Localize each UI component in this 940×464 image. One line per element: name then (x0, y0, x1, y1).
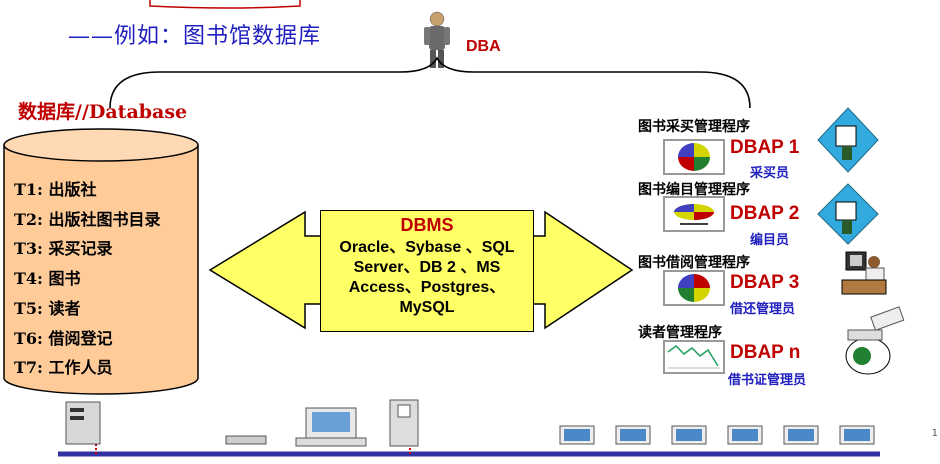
app1-dbap-label: DBAP 1 (730, 137, 800, 158)
table-item: T6: 借阅登记 (14, 328, 113, 348)
client-pcs-icon (559, 425, 875, 445)
page-number: 1 (931, 428, 938, 439)
dbms-title: DBMS (400, 215, 454, 235)
clerk4-figure-icon (845, 306, 905, 375)
table-item: T2: 出版社图书目录 (14, 209, 161, 229)
app4-chart-icon (663, 340, 725, 374)
app1-chart-icon (663, 139, 725, 175)
app2-chart-icon (663, 196, 725, 232)
top-partial-shape (149, 0, 301, 9)
app4-role-label: 借书证管理员 (728, 373, 807, 388)
app3-role-label: 借还管理员 (730, 302, 796, 317)
table-item: T5: 读者 (14, 298, 81, 318)
workstation-icon (295, 407, 367, 447)
dba-person-icon (424, 11, 450, 68)
app3-dbap-label: DBAP 3 (730, 272, 800, 293)
app4-program-label: 读者管理程序 (638, 325, 722, 341)
table-item: T7: 工作人员 (14, 358, 113, 378)
table-item: T4: 图书 (14, 269, 81, 289)
app1-role-label: 采买员 (750, 166, 790, 181)
dbms-products: Oracle、Sybase 、SQL Server、DB 2 、MS Acces… (339, 239, 515, 316)
database-cylinder (3, 128, 199, 395)
table-list: T1: 出版社 T2: 出版社图书目录 T3: 采买记录 T4: 图书 T5: … (14, 175, 161, 383)
server-icon (65, 401, 101, 445)
app4-dbap-label: DBAP n (730, 342, 801, 363)
database-title: 数据库//Database (18, 101, 188, 123)
app3-chart-icon (663, 270, 725, 306)
table-item: T1: 出版社 (14, 180, 97, 199)
clerk3-figure-icon (841, 251, 887, 295)
app2-role-label: 编目员 (750, 233, 790, 248)
dba-label: DBA (466, 38, 501, 55)
app1-program-label: 图书采买管理程序 (638, 119, 750, 135)
hub-icon (225, 435, 267, 445)
clerk2-figure-icon (817, 183, 879, 245)
slide-subtitle: ——例如：图书馆数据库 (68, 24, 322, 49)
app3-program-label: 图书借阅管理程序 (638, 255, 750, 271)
dbms-box: DBMS Oracle、Sybase 、SQL Server、DB 2 、MS … (320, 210, 534, 332)
dba-brace (109, 56, 751, 109)
app2-dbap-label: DBAP 2 (730, 203, 800, 224)
table-item: T3: 采买记录 (14, 239, 113, 259)
tower-icon (389, 399, 419, 447)
app2-program-label: 图书编目管理程序 (638, 182, 750, 198)
clerk1-figure-icon (817, 107, 879, 173)
